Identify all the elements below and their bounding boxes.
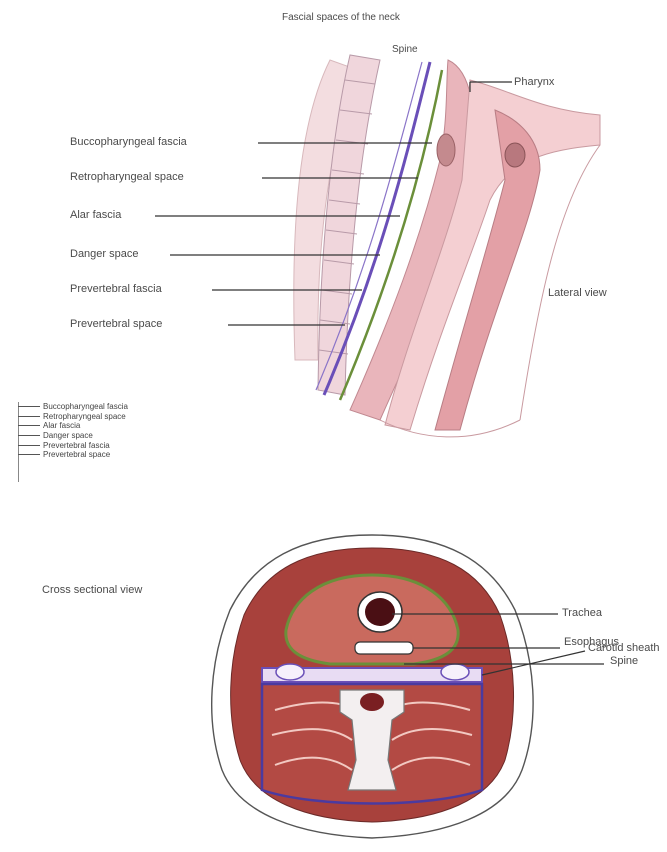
legend: Buccopharyngeal fascia Retropharyngeal s… — [18, 402, 200, 460]
legend-text: Alar fascia — [43, 421, 80, 430]
legend-item: Prevertebral fascia — [18, 440, 200, 450]
legend-swatch — [18, 416, 40, 417]
legend-item: Prevertebral space — [18, 450, 200, 460]
legend-swatch — [18, 406, 40, 407]
legend-text: Buccopharyngeal fascia — [43, 402, 128, 411]
legend-swatch — [18, 445, 40, 446]
label-prevertebral-fascia: Prevertebral fascia — [70, 283, 162, 295]
label-danger-space: Danger space — [70, 248, 139, 260]
legend-swatch — [18, 425, 40, 426]
legend-item: Danger space — [18, 431, 200, 441]
legend-text: Prevertebral space — [43, 450, 110, 459]
pharynx-label: Pharynx — [514, 76, 554, 88]
cross-section-illustration — [212, 535, 604, 838]
legend-text: Retropharyngeal space — [43, 412, 126, 421]
spine-label-cross: Spine — [610, 655, 638, 667]
trachea-label: Trachea — [562, 607, 602, 619]
label-retropharyngeal-space: Retropharyngeal space — [70, 171, 184, 183]
legend-item: Retropharyngeal space — [18, 412, 200, 422]
legend-item: Buccopharyngeal fascia — [18, 402, 200, 412]
carotid-sheath-label: Carotid sheath — [588, 642, 660, 654]
legend-item: Alar fascia — [18, 421, 200, 431]
legend-text: Prevertebral fascia — [43, 441, 110, 450]
lateral-neck-illustration — [155, 55, 600, 437]
spine-label-lateral: Spine — [392, 44, 418, 55]
diagram-title: Fascial spaces of the neck — [282, 12, 400, 23]
label-prevertebral-space: Prevertebral space — [70, 318, 162, 330]
label-alar-fascia: Alar fascia — [70, 209, 121, 221]
cross-section-label: Cross sectional view — [42, 584, 142, 596]
legend-text: Danger space — [43, 431, 93, 440]
legend-swatch — [18, 454, 40, 455]
legend-swatch — [18, 435, 40, 436]
lateral-view-label: Lateral view — [548, 287, 607, 299]
label-buccopharyngeal-fascia: Buccopharyngeal fascia — [70, 136, 187, 148]
